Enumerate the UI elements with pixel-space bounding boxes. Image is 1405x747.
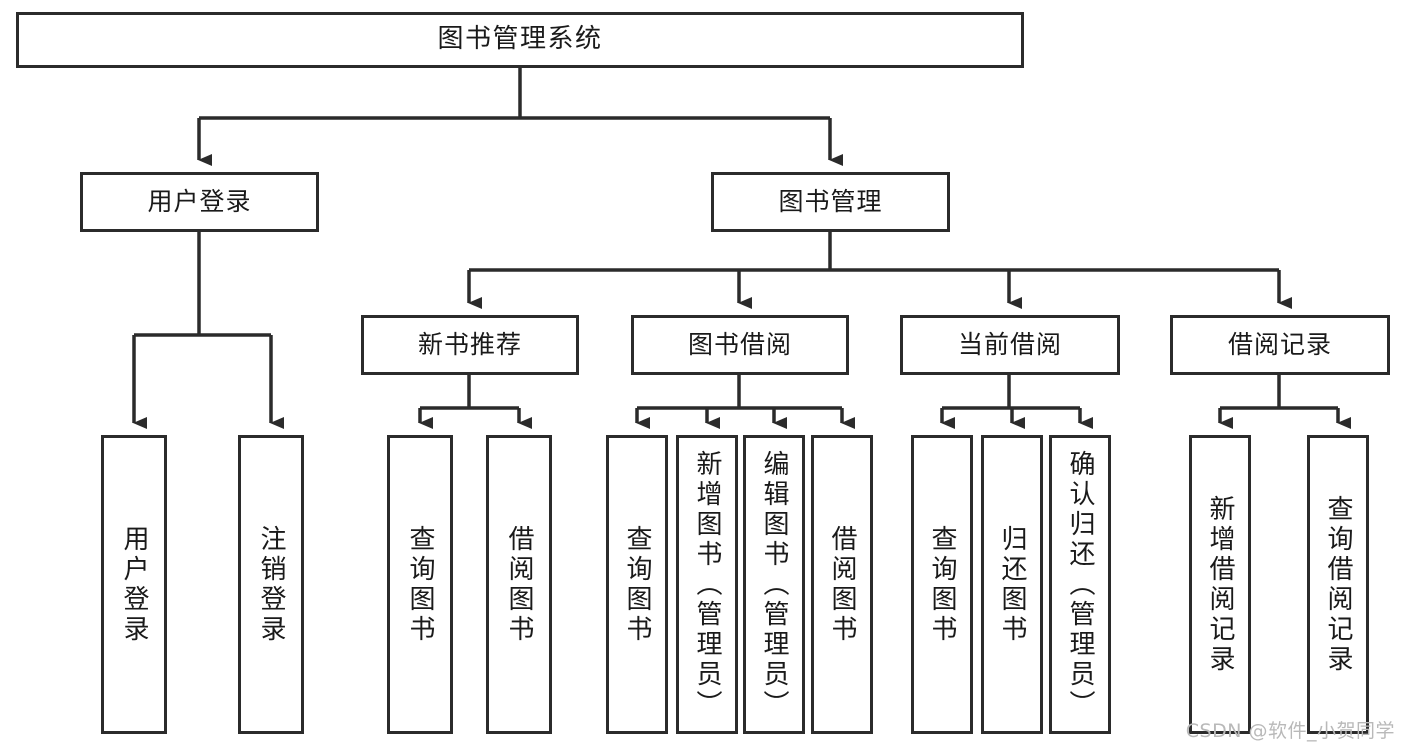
node-current-borrow-label: 当前借阅 [957,330,1062,359]
leaf-edit-book-admin-label: 编辑图书（管理员） [759,449,789,720]
node-current-borrow[interactable]: 当前借阅 [900,315,1120,375]
leaf-search-book-borrow-label: 查询图书 [622,524,652,645]
node-book-management[interactable]: 图书管理 [711,172,950,232]
node-book-management-label: 图书管理 [778,187,883,216]
node-root-label: 图书管理系统 [437,24,603,55]
leaf-search-book-current-label: 查询图书 [927,524,957,645]
node-new-book-recommend-label: 新书推荐 [417,330,522,359]
leaf-add-borrow-record-label: 新增借阅记录 [1205,494,1235,675]
leaf-user-logout-label: 注销登录 [256,524,286,645]
node-root[interactable]: 图书管理系统 [16,12,1024,68]
node-user-login[interactable]: 用户登录 [80,172,319,232]
node-new-book-recommend[interactable]: 新书推荐 [361,315,579,375]
node-book-borrow-label: 图书借阅 [687,330,792,359]
node-book-borrow[interactable]: 图书借阅 [631,315,849,375]
leaf-user-login[interactable]: 用户登录 [101,435,167,734]
leaf-borrow-book-recommend-label: 借阅图书 [504,524,534,645]
leaf-borrow-book[interactable]: 借阅图书 [811,435,873,734]
leaf-add-book-admin-label: 新增图书（管理员） [692,449,722,720]
watermark: CSDN @软件_小贺同学 [1185,720,1395,742]
node-borrow-record[interactable]: 借阅记录 [1170,315,1390,375]
leaf-borrow-book-recommend[interactable]: 借阅图书 [486,435,552,734]
leaf-search-book-current[interactable]: 查询图书 [911,435,973,734]
leaf-search-borrow-record-label: 查询借阅记录 [1323,494,1353,675]
leaf-borrow-book-label: 借阅图书 [827,524,857,645]
leaf-confirm-return-admin[interactable]: 确认归还（管理员） [1049,435,1111,734]
leaf-add-book-admin[interactable]: 新增图书（管理员） [676,435,738,734]
node-user-login-label: 用户登录 [147,187,252,216]
leaf-search-book-recommend-label: 查询图书 [405,524,435,645]
leaf-search-borrow-record[interactable]: 查询借阅记录 [1307,435,1369,734]
leaf-confirm-return-admin-label: 确认归还（管理员） [1065,449,1095,720]
leaf-return-book[interactable]: 归还图书 [981,435,1043,734]
leaf-search-book-borrow[interactable]: 查询图书 [606,435,668,734]
leaf-add-borrow-record[interactable]: 新增借阅记录 [1189,435,1251,734]
leaf-edit-book-admin[interactable]: 编辑图书（管理员） [743,435,805,734]
leaf-user-logout[interactable]: 注销登录 [238,435,304,734]
leaf-return-book-label: 归还图书 [997,524,1027,645]
node-borrow-record-label: 借阅记录 [1227,330,1332,359]
leaf-user-login-label: 用户登录 [119,524,149,645]
leaf-search-book-recommend[interactable]: 查询图书 [387,435,453,734]
